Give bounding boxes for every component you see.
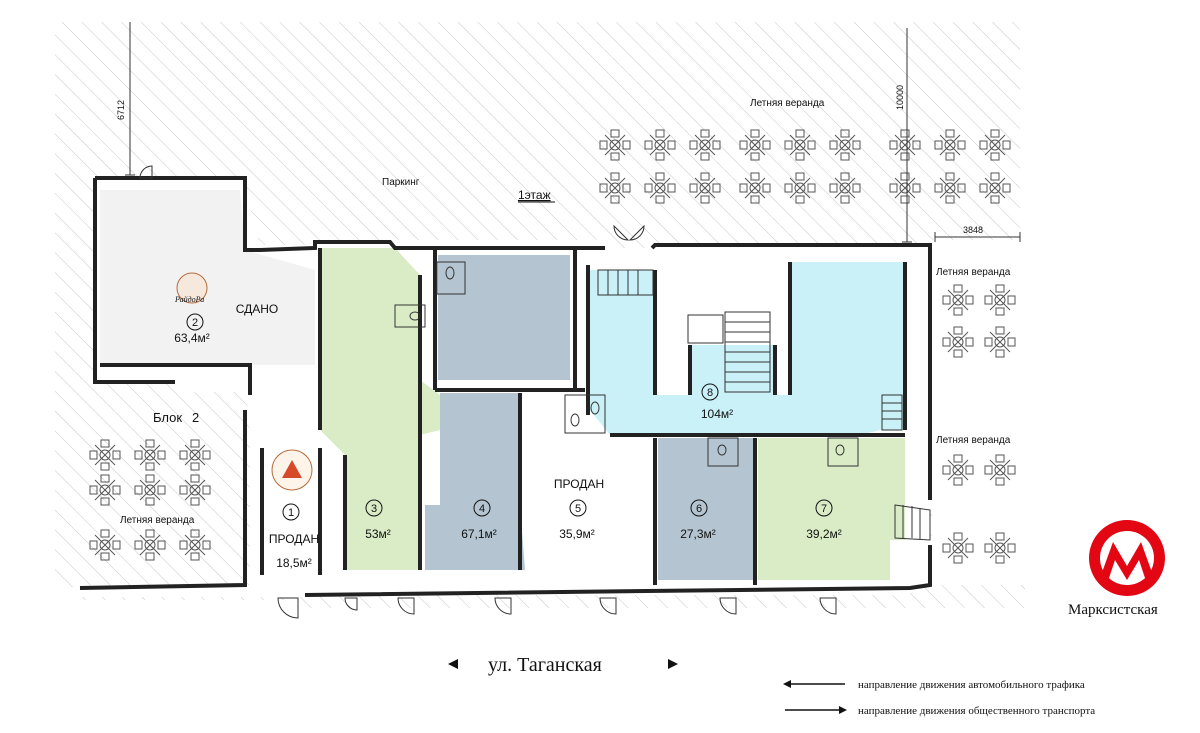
parking-label: Паркинг [382,177,420,188]
unit-number-circle [473,499,491,517]
legend-car-traffic: направление движения автомобильного траф… [858,679,1085,691]
table-set-icon [984,326,1016,358]
unit-4-area [425,393,525,570]
toilet-icon [394,261,859,467]
unit-number: 1 [288,507,294,519]
metro-station-label: Марксистская [1068,602,1158,618]
logo-unit-1 [271,449,313,491]
unit-3-area [320,248,440,570]
veranda-right-top-label: Летняя веранда [936,267,1011,278]
unit-status: ПРОДАН [554,477,604,491]
veranda-right-mid-label: Летняя веранда [936,435,1011,446]
unit-area: 39,2м² [806,527,842,541]
arrow-left-icon [448,659,458,669]
street-label-group: ул. Таганская [448,654,678,676]
unit-number: 6 [696,503,702,515]
table-set-icon [984,454,1016,486]
unit-number-circle [282,503,300,521]
unit-number: 4 [479,503,485,515]
arrow-left-icon [783,680,791,688]
unit-number: 5 [575,503,581,515]
arrow-right-icon [839,706,847,714]
table-set-icon [942,454,974,486]
table-set-icon [942,284,974,316]
unit-number-circle [815,499,833,517]
stairs-icon [597,269,931,541]
unit-4-back-area [438,255,570,380]
unit-number: 8 [707,387,713,399]
unit-area: 63,4м² [174,331,210,345]
unit-area: 53м² [365,527,391,541]
unit-number: 7 [821,503,827,515]
walls [79,176,932,597]
unit-status: СДАНО [236,302,279,316]
unit-number: 3 [371,503,377,515]
arrow-right-icon [668,659,678,669]
unit-number-circle [690,499,708,517]
unit-number-circle [569,499,587,517]
unit-area: 67,1м² [461,527,497,541]
logo-raidora-text: РайдоРа [174,295,204,304]
dimension-top: 10000 [895,85,905,110]
metro-logo-icon: Марксистская [1068,520,1165,618]
logo-raidora: РайдоРа [174,272,208,304]
unit-number-circle [701,383,719,401]
unit-area: 18,5м² [276,556,312,570]
unit-number: 2 [192,317,198,329]
door-icon [139,165,837,619]
dimension-left: 6712 [116,100,126,120]
dimension-lines [125,22,1021,243]
unit-number-circle [365,499,383,517]
street-label: ул. Таганская [488,654,602,676]
dimension-right: 3848 [963,225,983,235]
unit-2-area [100,190,315,365]
veranda-top-label: Летняя веранда [750,98,825,109]
table-set-icon [984,532,1016,564]
legend: направление движения автомобильного траф… [783,679,1095,717]
table-set-icon [942,326,974,358]
unit-labels: 1 18,5м² ПРОДАН 2 63,4м² СДАНО 3 53м² 4 67,1м² 5 35… [174,302,842,570]
legend-public-transport: направление движения общественного транс… [858,705,1095,717]
table-set-icon [984,284,1016,316]
unit-area: 35,9м² [559,527,595,541]
unit-number-circle [186,313,204,331]
floor-title: 1этаж [518,188,551,202]
veranda-left-label: Летняя веранда [120,515,195,526]
unit-area: 27,3м² [680,527,716,541]
unit-8-area [590,262,905,435]
unit-area: 104м² [701,407,733,421]
unit-status: ПРОДАН [269,532,319,546]
table-set-icon [942,532,974,564]
